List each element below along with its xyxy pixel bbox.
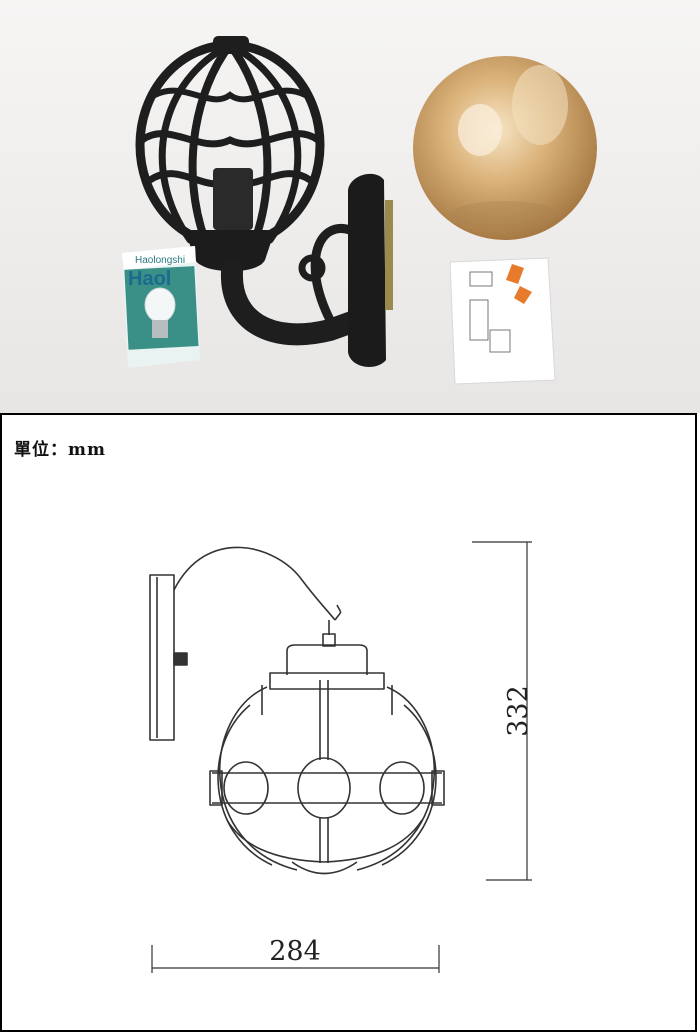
lamp-top-cap: [213, 36, 249, 54]
width-dimension: [151, 945, 440, 973]
globe-bottom: [291, 861, 358, 875]
bulb-box: Haolongshi Haol: [122, 246, 200, 368]
width-value: 284: [269, 936, 321, 967]
cage-medallion-center: [297, 757, 351, 819]
lamp-arm-scroll: [310, 224, 352, 323]
cage-left-outer: [219, 686, 298, 871]
lamp-wall-plate: [348, 173, 386, 367]
glass-globe: [413, 56, 597, 240]
arm-outline: [173, 546, 336, 621]
height-dimension: [472, 541, 532, 881]
instruction-sheet: [449, 257, 556, 385]
unit-label: 單位：mm: [14, 440, 106, 460]
bulb-box-brand: Haolongshi: [135, 255, 185, 266]
lamp-socket: [213, 168, 253, 230]
lamp-base-cup: [185, 230, 275, 272]
dimension-drawing-panel: 單位：mm: [0, 413, 697, 1032]
top-cap-outline: [286, 644, 368, 675]
lamp-arm: [220, 261, 363, 346]
height-value: 332: [503, 685, 534, 737]
product-photo-art: Haolongshi Haol: [0, 0, 700, 413]
wall-plate-outline: [149, 574, 175, 741]
mounting-bracket: [385, 200, 393, 310]
product-photo: Haolongshi Haol: [0, 0, 700, 413]
cage-medallion-left: [223, 761, 269, 815]
cage-medallion-right: [379, 761, 425, 815]
line-drawing: 332 284: [149, 541, 534, 973]
cage-right-outer: [356, 686, 435, 871]
bulb-box-big-text: Haol: [128, 268, 171, 290]
